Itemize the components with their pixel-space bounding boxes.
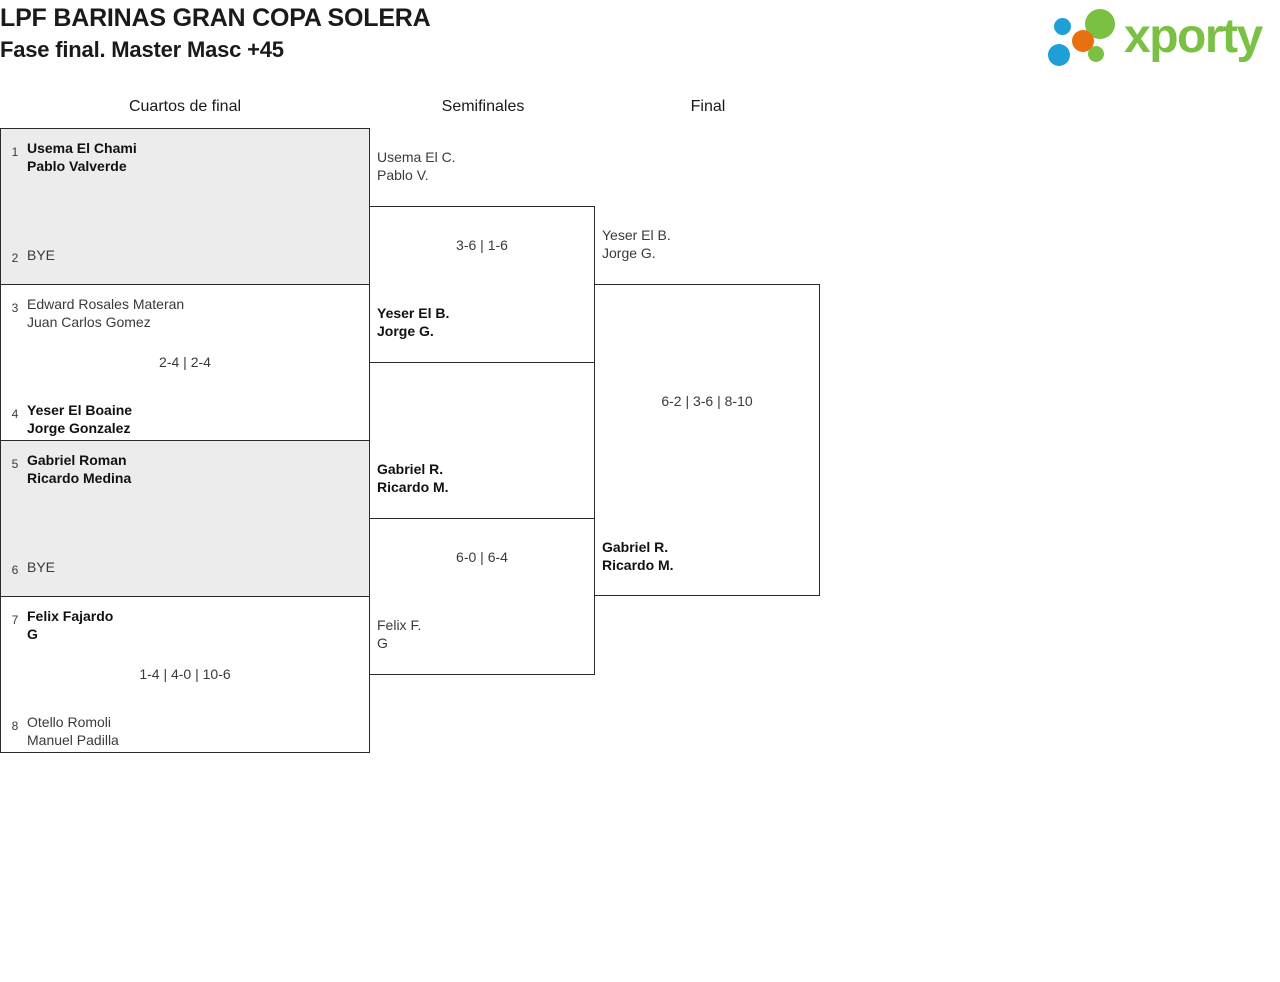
player-name: Jorge Gonzalez (27, 420, 131, 436)
player-name: G (377, 635, 388, 651)
seed-number: 6 (11, 563, 19, 577)
player-name: Yeser El Boaine (27, 402, 133, 418)
player-name: Gabriel R. (377, 461, 444, 477)
logo-dots-icon (1048, 8, 1124, 66)
logo-wordmark: xporty (1124, 10, 1263, 63)
page-header: LPF BARINAS GRAN COPA SOLERA Fase final.… (0, 0, 1280, 88)
player-name: Jorge G. (377, 323, 434, 339)
match-score: 3-6 | 1-6 (456, 237, 508, 253)
match-box-quarterfinal-3[interactable]: 5 Gabriel Roman Ricardo Medina 6 BYE (0, 440, 370, 597)
logo-dot-orange-icon (1072, 30, 1094, 52)
xporty-logo[interactable]: xporty (1048, 6, 1276, 68)
seed-number: 5 (11, 457, 19, 471)
player-name: Felix Fajardo (27, 608, 114, 624)
round-header-semifinals: Semifinales (441, 98, 525, 115)
player-name: Pablo Valverde (27, 158, 127, 174)
player-name: Juan Carlos Gomez (27, 314, 151, 330)
team-entry: Felix Fajardo G (27, 607, 363, 643)
logo-dot-green-small-icon (1088, 46, 1104, 62)
player-name: Pablo V. (377, 167, 429, 183)
team-entry: Edward Rosales Materan Juan Carlos Gomez (27, 295, 363, 331)
final-top-team: Yeser El B. Jorge G. (602, 226, 671, 262)
semifinal-2-top-team: Gabriel R. Ricardo M. (377, 460, 449, 496)
logo-dot-blue-top-icon (1054, 18, 1071, 35)
player-name: Felix F. (377, 617, 422, 633)
tournament-title-block: LPF BARINAS GRAN COPA SOLERA Fase final.… (0, 2, 431, 65)
team-entry: BYE (27, 247, 363, 263)
player-name: BYE (27, 247, 56, 263)
seed-number: 2 (11, 251, 19, 265)
final-bottom-team-champion: Gabriel R. Ricardo M. (602, 538, 674, 574)
player-name: Edward Rosales Materan (27, 296, 185, 312)
player-name: Ricardo Medina (27, 470, 132, 486)
match-box-quarterfinal-1[interactable]: 1 Usema El Chami Pablo Valverde 2 BYE (0, 128, 370, 285)
round-header-final: Final (690, 98, 726, 115)
seed-number: 8 (11, 719, 19, 733)
player-name: Gabriel R. (602, 539, 669, 555)
player-name: Gabriel Roman (27, 452, 127, 468)
semifinal-1-bottom-team: Yeser El B. Jorge G. (377, 304, 449, 340)
match-score: 1-4 | 4-0 | 10-6 (139, 666, 231, 682)
team-entry: BYE (27, 559, 363, 575)
player-name: Yeser El B. (377, 305, 450, 321)
player-name: Usema El C. (377, 149, 456, 165)
match-box-quarterfinal-2[interactable]: 3 Edward Rosales Materan Juan Carlos Gom… (0, 284, 370, 441)
team-entry: Otello Romoli Manuel Padilla (27, 713, 363, 749)
player-name: Yeser El B. (602, 227, 671, 243)
match-score: 6-0 | 6-4 (456, 549, 508, 565)
match-box-quarterfinal-4[interactable]: 7 Felix Fajardo G 8 Otello Romoli Manuel… (0, 596, 370, 753)
semifinal-2-bottom-team: Felix F. G (377, 616, 421, 652)
player-name: Usema El Chami (27, 140, 137, 156)
match-score: 2-4 | 2-4 (159, 354, 211, 370)
player-name: G (27, 626, 38, 642)
seed-number: 3 (11, 301, 19, 315)
match-box-semifinal-2[interactable] (369, 518, 595, 675)
seed-number: 4 (11, 407, 19, 421)
seed-number: 1 (11, 145, 19, 159)
tournament-name: LPF BARINAS GRAN COPA SOLERA (0, 4, 431, 32)
player-name: Manuel Padilla (27, 732, 119, 748)
match-score: 6-2 | 3-6 | 8-10 (661, 393, 753, 409)
round-header-quarterfinals: Cuartos de final (128, 98, 242, 115)
seed-number: 7 (11, 613, 19, 627)
player-name: Ricardo M. (602, 557, 674, 573)
logo-dot-blue-bottom-icon (1048, 44, 1070, 66)
team-entry: Gabriel Roman Ricardo Medina (27, 451, 363, 487)
match-box-semifinal-1[interactable] (369, 206, 595, 363)
player-name: BYE (27, 559, 56, 575)
player-name: Jorge G. (602, 245, 656, 261)
match-box-final[interactable] (594, 284, 820, 596)
player-name: Ricardo M. (377, 479, 449, 495)
team-entry: Usema El Chami Pablo Valverde (27, 139, 363, 175)
player-name: Otello Romoli (27, 714, 112, 730)
tournament-category: Fase final. Master Masc +45 (0, 37, 284, 62)
team-entry: Yeser El Boaine Jorge Gonzalez (27, 401, 363, 437)
semifinal-1-top-team: Usema El C. Pablo V. (377, 148, 456, 184)
